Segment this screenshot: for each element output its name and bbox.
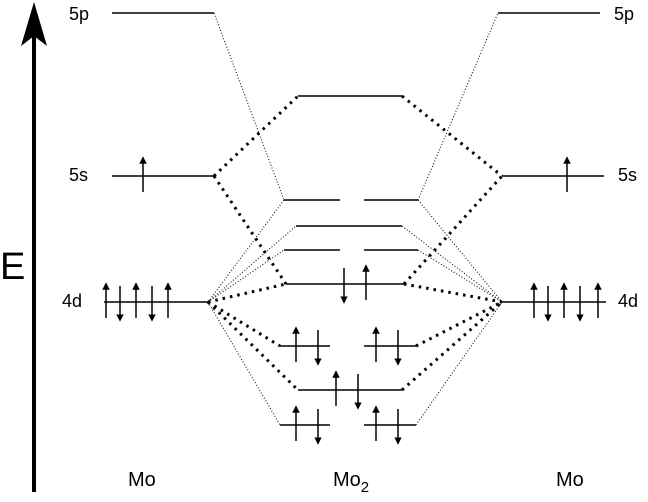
left-atom-label: Mo [128, 469, 156, 491]
molecular-orbital-levels [280, 95, 418, 426]
electrons [102, 156, 602, 445]
molecule-label: Mo2 [333, 470, 369, 495]
left-atom-levels [104, 12, 214, 303]
right-4d-label: 4d [618, 291, 639, 311]
energy-axis-arrowhead [21, 2, 47, 46]
right-5s-label: 5s [618, 165, 638, 185]
left-5s-label: 5s [69, 165, 89, 185]
right-atom-levels [498, 12, 606, 303]
s-correlation-lines [206, 94, 504, 392]
molecule-subscript: 2 [360, 479, 370, 496]
right-5p-label: 5p [614, 4, 635, 24]
right-atom-label: Mo [556, 469, 584, 491]
energy-axis-label: E [0, 246, 26, 288]
left-5p-label: 5p [69, 4, 90, 24]
thin-correlation-lines [207, 12, 503, 426]
molecule-name: Mo [333, 469, 361, 491]
left-4d-label: 4d [62, 291, 83, 311]
